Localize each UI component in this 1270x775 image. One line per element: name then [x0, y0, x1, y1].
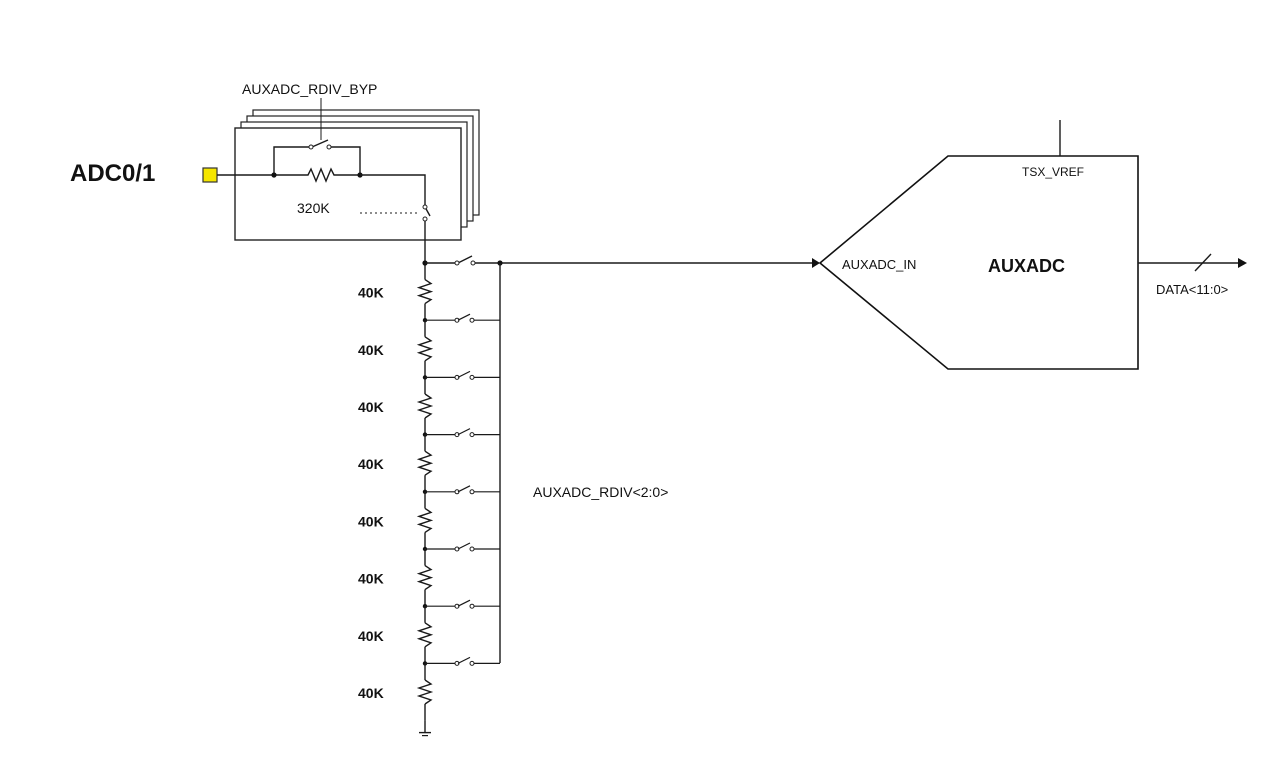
divider-resistor — [416, 622, 434, 648]
divider-resistor-label: 40K — [358, 342, 384, 358]
divider-resistor — [416, 279, 434, 305]
divider-resistor — [416, 450, 434, 476]
divider-resistor — [416, 565, 434, 591]
divider-resistor — [416, 393, 434, 419]
bypass-resistor — [300, 167, 360, 183]
rdiv-select-label: AUXADC_RDIV<2:0> — [533, 484, 668, 500]
divider-resistor-label: 40K — [358, 285, 384, 301]
adc-input-label: AUXADC_IN — [842, 257, 916, 272]
divider-resistor-label: 40K — [358, 685, 384, 701]
input-pad[interactable] — [202, 167, 218, 183]
bypass-resistor-label: 320K — [297, 200, 330, 216]
divider-resistor-label: 40K — [358, 456, 384, 472]
divider-resistor — [416, 507, 434, 533]
adc-output-label: DATA<11:0> — [1156, 282, 1228, 297]
adc-vref-label: TSX_VREF — [1022, 165, 1084, 179]
bypass-control-label: AUXADC_RDIV_BYP — [242, 81, 377, 97]
divider-resistor — [416, 336, 434, 362]
divider-resistor-label: 40K — [358, 399, 384, 415]
input-pin-label: ADC0/1 — [70, 160, 155, 187]
divider-resistor-label: 40K — [358, 628, 384, 644]
divider-resistor-label: 40K — [358, 571, 384, 587]
resistor-divider-chain: 40K 40K 40K 40K 40K 40K 40K 40K — [358, 263, 500, 737]
divider-resistor-label: 40K — [358, 513, 384, 529]
divider-resistor — [416, 679, 434, 705]
adc-name-label: AUXADC — [988, 256, 1065, 276]
